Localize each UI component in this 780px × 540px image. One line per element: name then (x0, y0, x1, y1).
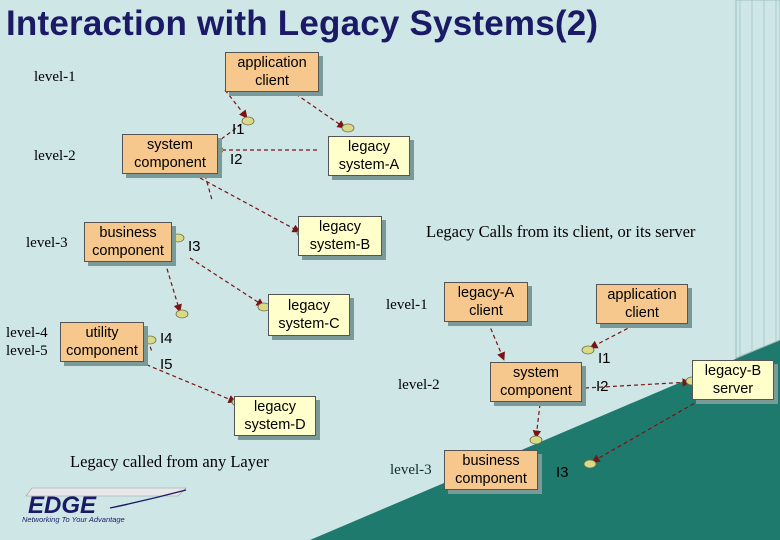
left-legacy-system-d-box: legacy system-D (234, 396, 316, 436)
left-interface-i5-label: I5 (160, 356, 173, 373)
left-level-5-label: level-5 (6, 343, 48, 359)
right-system-component-box: system component (490, 362, 582, 402)
right-interface-i2-label: I2 (596, 378, 609, 395)
left-interface-i3-label: I3 (188, 238, 201, 255)
link-legacy-a-client-to-system-component (487, 321, 505, 361)
edge-logo: EDGE Networking To Your Advantage (22, 487, 187, 524)
link-legacy-b-server-to-i3 (591, 399, 701, 463)
right-application-client-box: application client (596, 284, 688, 324)
right-legacy-a-client-box: legacy-A client (444, 282, 528, 322)
left-application-client-box: application client (225, 52, 319, 92)
interface-dot (581, 345, 595, 355)
right-business-component-box: business component (444, 450, 538, 490)
left-utility-component-box: utility component (60, 322, 144, 362)
left-interface-i2-label: I2 (230, 151, 243, 168)
link-system-component-to-i2 (204, 174, 213, 201)
link-business-to-legacy-c (189, 257, 265, 307)
left-interface-i4-label: I4 (160, 330, 173, 347)
link-business-to-i4 (164, 261, 182, 313)
interface-dot (143, 335, 157, 345)
interface-dot (529, 435, 543, 445)
right-level-1-label: level-1 (386, 297, 428, 313)
left-legacy-system-c-box: legacy system-C (268, 294, 350, 336)
link-utility-to-legacy-d (139, 361, 237, 403)
left-interface-i1-label: I1 (232, 121, 245, 138)
right-interface-i1-label: I1 (598, 350, 611, 367)
left-business-component-box: business component (84, 222, 172, 262)
left-legacy-system-b-box: legacy system-B (298, 216, 382, 256)
left-level-4-label: level-4 (6, 325, 48, 341)
right-level-3-label: level-3 (390, 462, 432, 478)
link-system-component-to-legacy-b-server (584, 378, 691, 389)
link-app-client-to-i1 (224, 89, 248, 119)
logo-wordmark: EDGE (28, 492, 97, 519)
left-level-1-label: level-1 (34, 69, 76, 85)
interface-dot (171, 233, 185, 243)
right-interface-i3-label: I3 (556, 464, 569, 481)
link-app-client-to-i1-right (589, 321, 641, 349)
interface-dot (175, 309, 189, 319)
page-title: Interaction with Legacy Systems(2) (6, 4, 599, 43)
left-system-component-box: system component (122, 134, 218, 174)
link-i1-to-system-component (219, 119, 248, 141)
right-caption: Legacy Calls from its client, or its ser… (426, 222, 696, 241)
left-level-3-label: level-3 (26, 235, 68, 251)
link-app-client-to-legacy-a (289, 89, 346, 129)
left-level-2-label: level-2 (34, 148, 76, 164)
right-legacy-b-server-box: legacy-B server (692, 360, 774, 400)
left-caption: Legacy called from any Layer (70, 452, 269, 471)
interface-dot (583, 459, 597, 469)
interface-dot (241, 116, 255, 126)
right-level-2-label: level-2 (398, 377, 440, 393)
link-system-component-to-business (532, 403, 542, 439)
logo-tagline: Networking To Your Advantage (22, 515, 125, 524)
left-legacy-system-a-box: legacy system-A (328, 136, 410, 176)
link-system-component-to-legacy-b (199, 177, 301, 233)
interface-dot (341, 123, 355, 133)
